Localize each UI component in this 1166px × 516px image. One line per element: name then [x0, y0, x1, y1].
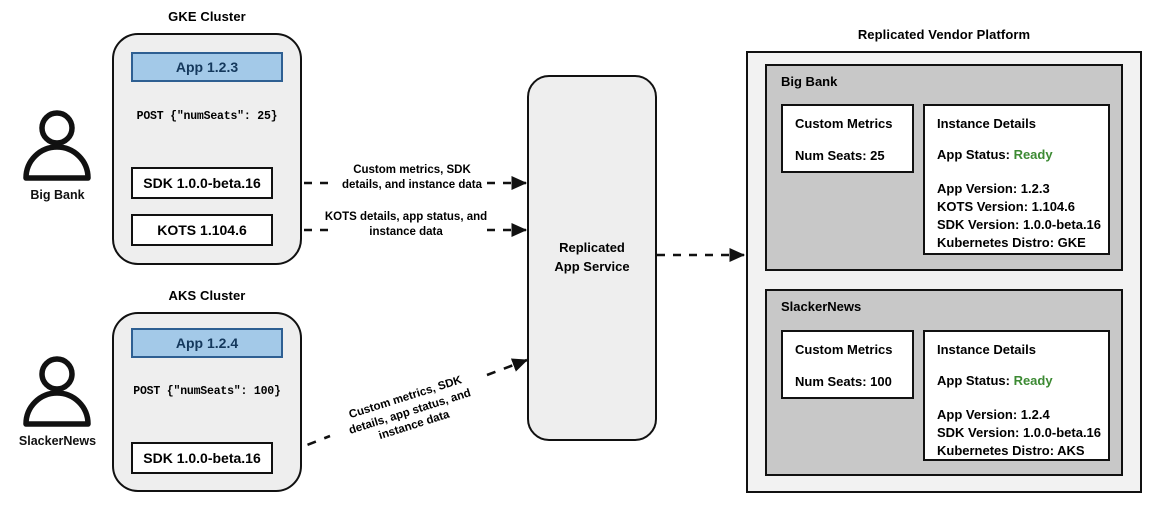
instance-row-slackernews-2: Kubernetes Distro: AKS [937, 443, 1085, 458]
actor-label-big-bank: Big Bank [30, 188, 85, 202]
actor-label-slackernews: SlackerNews [18, 434, 97, 448]
instance-row-slackernews-1: SDK Version: 1.0.0-beta.16 [937, 425, 1102, 440]
custom-metrics-row-slackernews: Num Seats: 100 [795, 374, 892, 389]
service-line2: App Service [554, 259, 630, 274]
edge-label-sdk-to-service: Custom metrics, SDK details, and instanc… [334, 163, 490, 192]
custom-metrics-heading-slackernews: Custom Metrics [795, 342, 893, 357]
instance-row-slackernews-0: App Version: 1.2.4 [937, 407, 1050, 422]
instance-row-big-bank-3: Kubernetes Distro: GKE [937, 235, 1086, 250]
app-status-label-slackernews: App Status: [937, 373, 1014, 388]
gke-post-label: POST {"numSeats": 25} [136, 110, 278, 123]
tenant-title-slackernews: SlackerNews [781, 299, 862, 314]
instance-details-panel-big-bank[interactable]: Instance Details App Status: Ready App V… [923, 104, 1110, 255]
custom-metrics-panel-slackernews[interactable]: Custom Metrics Num Seats: 100 [781, 330, 914, 399]
tenant-title-big-bank: Big Bank [781, 74, 838, 89]
custom-metrics-panel-big-bank[interactable]: Custom Metrics Num Seats: 25 [781, 104, 914, 173]
app-status-label-big-bank: App Status: [937, 147, 1014, 162]
app-status-row-slackernews: App Status: Ready [937, 373, 1053, 388]
instance-details-heading-big-bank: Instance Details [937, 116, 1036, 131]
aks-sdk-box[interactable]: SDK 1.0.0-beta.16 [131, 442, 273, 474]
gke-sdk-box[interactable]: SDK 1.0.0-beta.16 [131, 167, 273, 199]
edge-label-sdk-line2: details, and instance data [342, 178, 482, 191]
app-status-row-big-bank: App Status: Ready [937, 147, 1053, 162]
edge-label-kots-to-service: KOTS details, app status, and instance d… [320, 210, 492, 239]
edge-label-kots-line2: instance data [369, 225, 443, 238]
replicated-app-service-box[interactable]: Replicated App Service [527, 75, 657, 441]
edge-label-kots-line1: KOTS details, app status, and [324, 211, 488, 223]
instance-row-big-bank-0: App Version: 1.2.3 [937, 181, 1050, 196]
custom-metrics-row-big-bank: Num Seats: 25 [795, 148, 885, 163]
edge-label-sdk-line1: Custom metrics, SDK [353, 164, 471, 176]
vendor-platform-title: Replicated Vendor Platform [857, 27, 1031, 42]
instance-row-big-bank-2: SDK Version: 1.0.0-beta.16 [937, 217, 1102, 232]
instance-details-heading-slackernews: Instance Details [937, 342, 1036, 357]
instance-row-big-bank-1: KOTS Version: 1.104.6 [937, 199, 1076, 214]
edge-aks-sdk-to-service-arrow [486, 358, 528, 377]
gke-cluster-title: GKE Cluster [168, 9, 246, 24]
gke-app-box[interactable]: App 1.2.3 [131, 52, 283, 82]
app-status-value-slackernews: Ready [1013, 373, 1053, 388]
aks-post-label: POST {"numSeats": 100} [133, 385, 281, 398]
service-line1: Replicated [559, 240, 625, 256]
aks-cluster-title: AKS Cluster [168, 288, 246, 303]
gke-kots-box[interactable]: KOTS 1.104.6 [131, 214, 273, 246]
instance-details-panel-slackernews[interactable]: Instance Details App Status: Ready App V… [923, 330, 1110, 461]
custom-metrics-heading-big-bank: Custom Metrics [795, 116, 893, 131]
app-status-value-big-bank: Ready [1013, 147, 1053, 162]
edge-label-aks-to-service: Custom metrics, SDK details, app status,… [327, 367, 493, 457]
aks-app-box[interactable]: App 1.2.4 [131, 328, 283, 358]
person-icon-slackernews [23, 356, 91, 427]
person-icon-big-bank [23, 110, 91, 181]
